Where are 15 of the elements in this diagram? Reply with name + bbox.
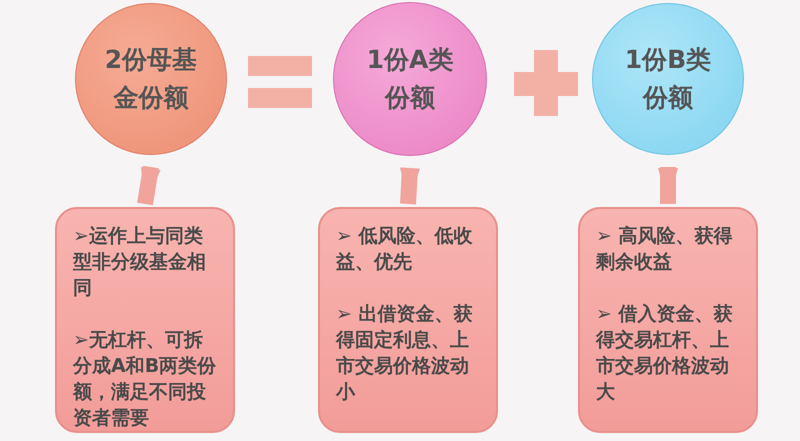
bullet-text: ➢ 高风险、获得剩余收益 — [596, 224, 734, 275]
down-arrow — [658, 167, 678, 204]
circle-label: 2份母基金份额 — [104, 44, 198, 114]
circle-label: 1份A类份额 — [366, 44, 454, 114]
bullet-text: ➢ 低风险、低收益、优先 — [336, 224, 474, 275]
info-box — [318, 207, 498, 433]
info-box — [55, 207, 235, 433]
bullet-text: ➢无杠杆、可拆分成A和B两类份额，满足不同投资者需要 — [73, 328, 218, 431]
bullet-text: ➢运作上与同类型非分级基金相同 — [73, 224, 207, 301]
info-box — [578, 207, 758, 433]
bullet-text: ➢ 出借资金、获得固定利息、上市交易价格波动小 — [336, 302, 474, 405]
down-arrow — [137, 166, 161, 206]
down-arrow — [400, 168, 420, 204]
circle-label: 1份B类份额 — [624, 44, 712, 114]
bullet-text: ➢ 借入资金、获得交易杠杆、上市交易价格波动大 — [596, 302, 734, 405]
